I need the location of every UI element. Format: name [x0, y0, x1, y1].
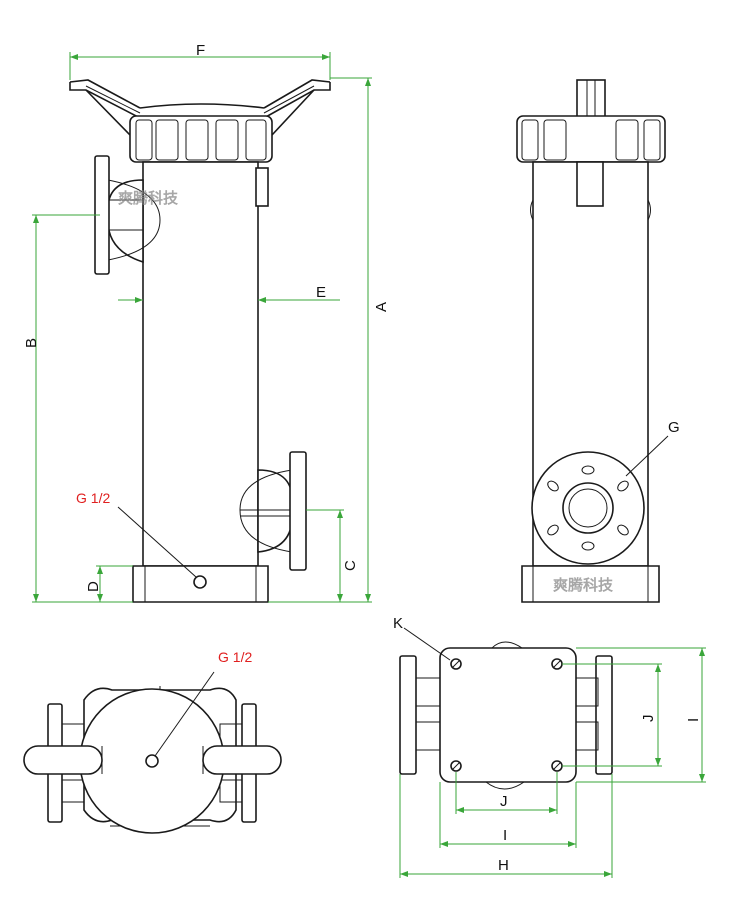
base-plate — [439, 647, 577, 783]
watermark-side: 爽腾科技 — [553, 576, 614, 594]
base-plate-view: K — [393, 615, 613, 790]
front-inlet-flange — [94, 155, 161, 275]
side-view: 爽腾科技 G — [516, 79, 680, 603]
front-drain-port — [193, 575, 207, 589]
dim-label-B: B — [23, 338, 40, 348]
label-G: G — [668, 419, 680, 436]
label-K: K — [393, 615, 403, 632]
front-port-leader — [117, 506, 197, 578]
front-top-bracket — [69, 79, 331, 136]
side-cap — [516, 115, 666, 163]
watermark-front: 爽腾科技 — [118, 189, 179, 207]
front-view: G 1/2 爽腾科技 — [69, 79, 331, 603]
front-dimensions: F A B C D E — [23, 42, 390, 603]
front-cap — [129, 115, 273, 163]
front-outlet-flange — [239, 451, 307, 571]
side-base — [521, 565, 660, 603]
front-body — [142, 161, 259, 567]
dim-label-H: H — [498, 857, 509, 874]
side-flange-leader — [625, 435, 669, 477]
base-plate-dimensions: J I J I H — [399, 647, 706, 878]
dim-label-F: F — [196, 42, 205, 59]
dim-label-J-bottom: J — [500, 793, 508, 810]
side-flange-bore — [562, 482, 614, 534]
bottom-view: G 1/2 — [23, 649, 282, 834]
bottom-port-label: G 1/2 — [218, 649, 252, 665]
front-side-boss — [255, 167, 269, 207]
bottom-view-drain — [145, 754, 159, 768]
front-port-label: G 1/2 — [76, 490, 110, 506]
bottom-left-lug — [23, 745, 103, 775]
dim-label-C: C — [342, 560, 359, 571]
bottom-right-lug — [202, 745, 282, 775]
dim-label-D: D — [85, 581, 102, 592]
dim-label-I-right: I — [685, 718, 702, 722]
dim-label-E: E — [316, 284, 326, 301]
dim-label-I-bottom: I — [503, 827, 507, 844]
dim-label-J-right: J — [640, 715, 657, 723]
side-boss — [576, 161, 604, 207]
dim-label-A: A — [373, 302, 390, 312]
